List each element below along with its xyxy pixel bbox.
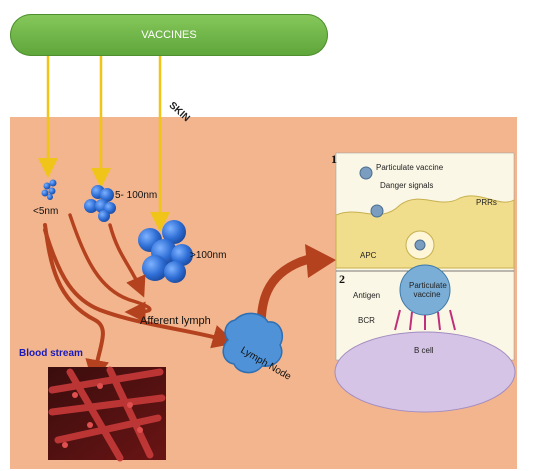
vaccines-label: VACCINES [141,29,197,41]
danger-signals-label: Danger signals [380,181,434,190]
vaccines-pill [10,14,328,56]
panel-1-number: 1 [331,152,337,166]
inset-diagram [334,152,516,413]
arrow-to-inset-head [305,244,336,278]
size-large-label: >100nm [190,250,227,261]
small-particles [41,179,57,200]
large-particles [138,220,193,283]
bcr-label: BCR [358,316,375,325]
b-cell-label: B cell [414,346,434,355]
trafficking-arrows [43,213,237,384]
antigen-label: Antigen [353,291,381,300]
blood-vessel-image [48,366,166,462]
size-medium-label: 5- 100nm [115,190,158,201]
particulate-vaccine-panel2-label: Particulate vaccine [409,281,447,299]
particulate-vaccine-label: Particulate vaccine [376,163,444,172]
lymph-node-shape [222,312,284,374]
apc-label: APC [360,251,377,260]
blood-stream-label: Blood stream [19,348,83,359]
prrs-label: PRRs [476,198,497,207]
b-cell [334,331,516,413]
size-small-label: <5nm [33,206,59,217]
panel-2-number: 2 [339,272,345,286]
medium-particles [84,185,116,222]
afferent-lymph-label: Afferent lymph [140,315,211,327]
